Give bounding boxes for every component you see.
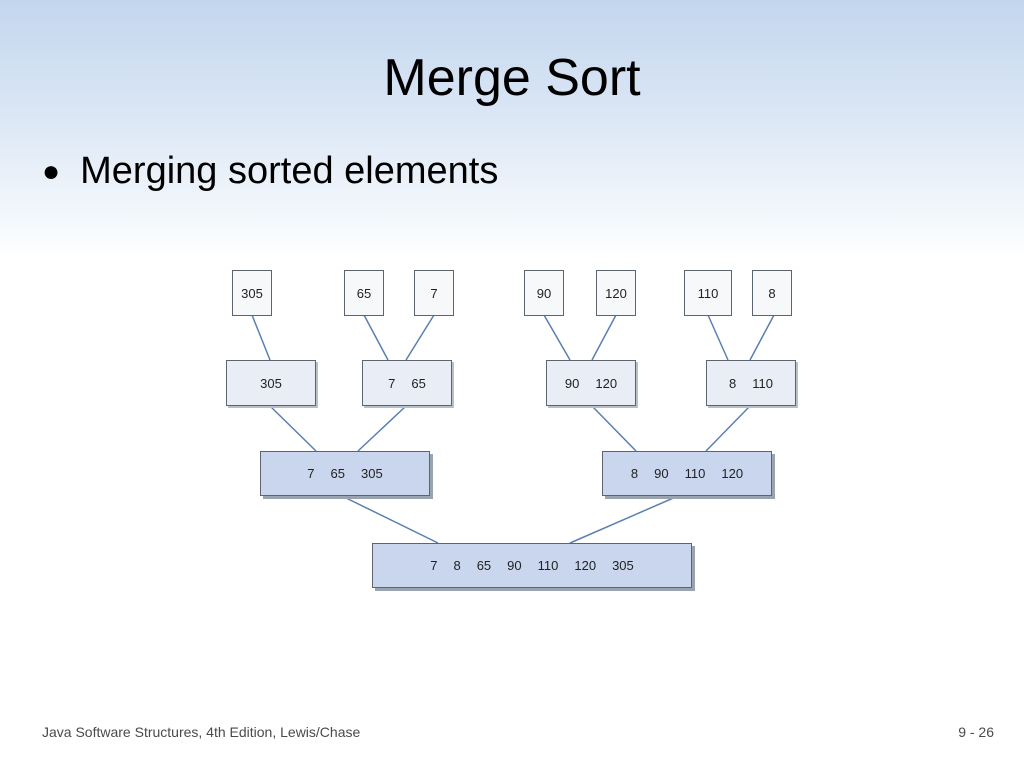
single-elements-node: 7 [414,270,454,316]
bullet-icon: ● [42,154,61,188]
single-elements-node: 65 [344,270,384,316]
node-value: 90 [654,466,669,481]
single-elements-node: 120 [596,270,636,316]
node-value: 7 [430,558,438,573]
node-value: 8 [768,285,776,301]
single-elements-node: 8 [752,270,792,316]
node-value: 110 [752,375,773,391]
edge [543,314,571,361]
edge [269,405,317,452]
node-value: 305 [260,375,282,391]
single-elements-node: 90 [524,270,564,316]
merge-sort-diagram: 305 65 7 90 120 110 8 305 7 65 90 120 8 110 7 65 305 8 90 1… [218,258,818,608]
bullet-text: Merging sorted elements [80,150,499,192]
second-merge-node: 7 65 305 [260,451,430,496]
first-merge-node: 8 110 [706,360,796,406]
edge [341,495,439,544]
single-elements-node: 305 [232,270,272,316]
edge [591,314,617,361]
first-merge-node: 7 65 [362,360,452,406]
node-value: 110 [697,285,719,301]
node-value: 90 [536,285,552,301]
node-value: 8 [729,375,737,391]
single-elements-node: 110 [684,270,732,316]
node-value: 7 [307,466,315,481]
node-value: 65 [356,285,372,301]
node-value: 65 [476,558,492,573]
node-value: 8 [453,558,461,573]
first-merge-node: 90 120 [546,360,636,406]
node-value: 8 [630,466,639,481]
edge [363,314,389,361]
node-value: 65 [411,375,426,391]
node-value: 90 [507,558,522,573]
node-value: 120 [595,375,618,391]
node-value: 120 [605,285,627,301]
second-merge-node: 8 90 110 120 [602,451,772,496]
node-value: 110 [537,558,559,573]
edge [707,314,729,361]
node-value: 305 [612,558,634,573]
edge [251,314,271,361]
node-value: 305 [361,466,383,481]
edge [591,405,637,452]
diagram-edges [251,314,775,544]
edge [357,405,407,452]
node-value: 120 [721,466,744,481]
node-value: 7 [388,375,396,391]
node-value: 65 [330,466,345,481]
edge [569,495,679,544]
slide-title: Merge Sort [383,49,641,107]
node-value: 120 [574,558,597,573]
footer-citation: Java Software Structures, 4th Edition, L… [42,724,361,740]
bullet-point: ● Merging sorted elements [42,150,498,193]
slide-number: 9 - 26 [958,724,994,740]
node-value: 305 [241,285,263,301]
edge [749,314,775,361]
node-value: 7 [430,285,438,301]
node-value: 90 [564,375,580,391]
first-merge-node: 305 [226,360,316,406]
node-value: 110 [684,466,706,481]
edge [705,405,751,452]
edge [405,314,435,361]
